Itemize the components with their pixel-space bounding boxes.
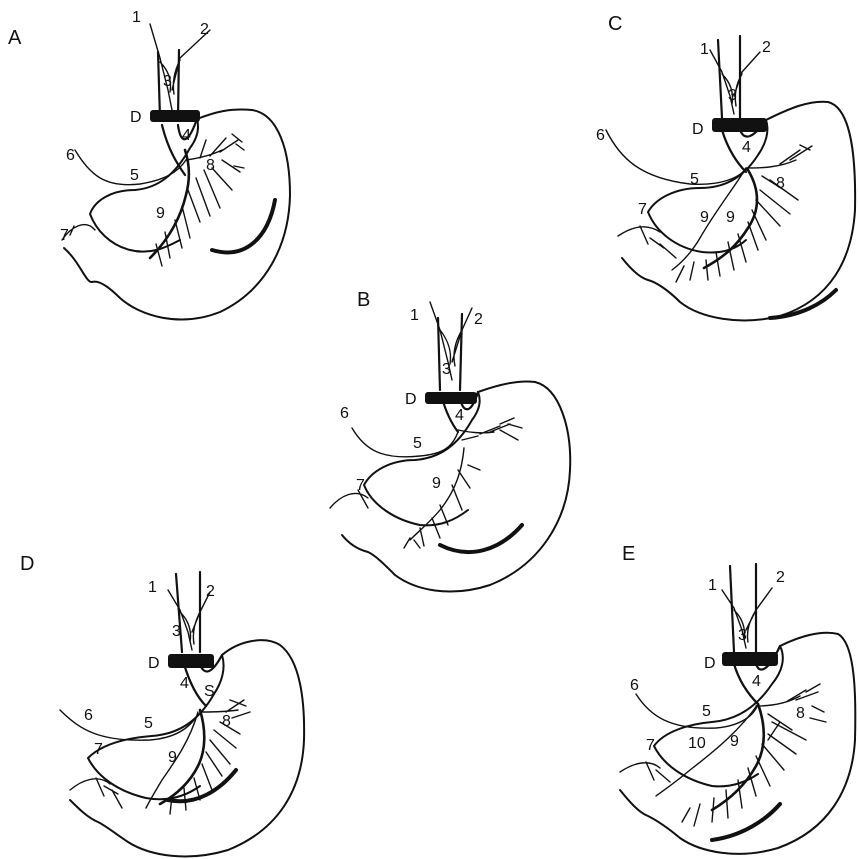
label-4: 4 <box>742 139 751 156</box>
label-1: 1 <box>132 9 141 26</box>
label-5: 5 <box>702 703 711 720</box>
label-1: 1 <box>410 307 419 324</box>
label-2: 2 <box>474 311 483 328</box>
label-4: 4 <box>455 407 464 424</box>
label-d: D <box>148 655 160 672</box>
label-7: 7 <box>646 737 655 754</box>
label-9b: 9 <box>726 209 735 226</box>
vagal-nerves <box>62 24 244 266</box>
label-s: S <box>204 683 215 700</box>
label-3: 3 <box>172 623 181 640</box>
label-1: 1 <box>700 41 709 58</box>
label-9a: 9 <box>700 209 709 226</box>
diaphragm <box>150 110 200 122</box>
label-7: 7 <box>60 227 69 244</box>
label-9: 9 <box>168 749 177 766</box>
panel-letter-d: D <box>20 553 34 575</box>
label-3: 3 <box>728 87 737 104</box>
vagal-nerves <box>60 590 250 814</box>
label-2: 2 <box>762 39 771 56</box>
label-d: D <box>405 391 417 408</box>
panel-c: C 1 2 3 D 4 6 5 8 9 9 7 <box>596 13 855 320</box>
label-8: 8 <box>796 705 805 722</box>
label-4: 4 <box>752 673 761 690</box>
label-9: 9 <box>156 205 165 222</box>
label-d: D <box>692 121 704 138</box>
diaphragm <box>722 652 778 666</box>
label-7: 7 <box>356 477 365 494</box>
label-5: 5 <box>413 435 422 452</box>
label-d: D <box>130 109 142 126</box>
label-4: 4 <box>180 675 189 692</box>
label-5: 5 <box>144 715 153 732</box>
label-6: 6 <box>84 707 93 724</box>
label-7: 7 <box>94 741 103 758</box>
label-8: 8 <box>776 175 785 192</box>
label-6: 6 <box>630 677 639 694</box>
label-5: 5 <box>130 167 139 184</box>
stomach-outline <box>64 109 290 319</box>
diaphragm <box>712 118 767 132</box>
label-6: 6 <box>340 405 349 422</box>
panel-e: E 1 2 3 D 4 6 5 8 10 9 7 <box>620 543 855 854</box>
panel-letter-e: E <box>622 543 635 565</box>
label-8: 8 <box>206 157 215 174</box>
vagal-nerves <box>606 50 812 282</box>
label-2: 2 <box>200 21 209 38</box>
label-1: 1 <box>148 579 157 596</box>
panel-letter-b: B <box>357 289 370 311</box>
panel-letter-a: A <box>8 27 22 49</box>
label-8: 8 <box>222 713 231 730</box>
label-1: 1 <box>708 577 717 594</box>
panel-d: D 1 2 3 D 4 S 6 5 8 9 7 <box>20 553 304 856</box>
diaphragm <box>425 392 477 404</box>
label-d: D <box>704 655 716 672</box>
label-6: 6 <box>66 147 75 164</box>
panel-letter-c: C <box>608 13 622 35</box>
panel-b: B 1 2 3 D 4 6 5 9 7 <box>330 289 570 592</box>
label-10: 10 <box>688 735 706 752</box>
label-3: 3 <box>738 627 747 644</box>
label-2: 2 <box>776 569 785 586</box>
diaphragm <box>168 654 214 668</box>
vagal-nerves <box>330 302 522 548</box>
label-5: 5 <box>690 171 699 188</box>
label-2: 2 <box>206 583 215 600</box>
label-3: 3 <box>163 73 172 90</box>
stomach-outline <box>622 102 855 321</box>
label-6: 6 <box>596 127 605 144</box>
panel-a: A 1 2 3 D 4 6 5 8 9 7 <box>8 9 290 319</box>
label-3: 3 <box>442 361 451 378</box>
label-7: 7 <box>638 201 647 218</box>
label-9: 9 <box>730 733 739 750</box>
label-4: 4 <box>182 127 191 144</box>
label-9: 9 <box>432 475 441 492</box>
